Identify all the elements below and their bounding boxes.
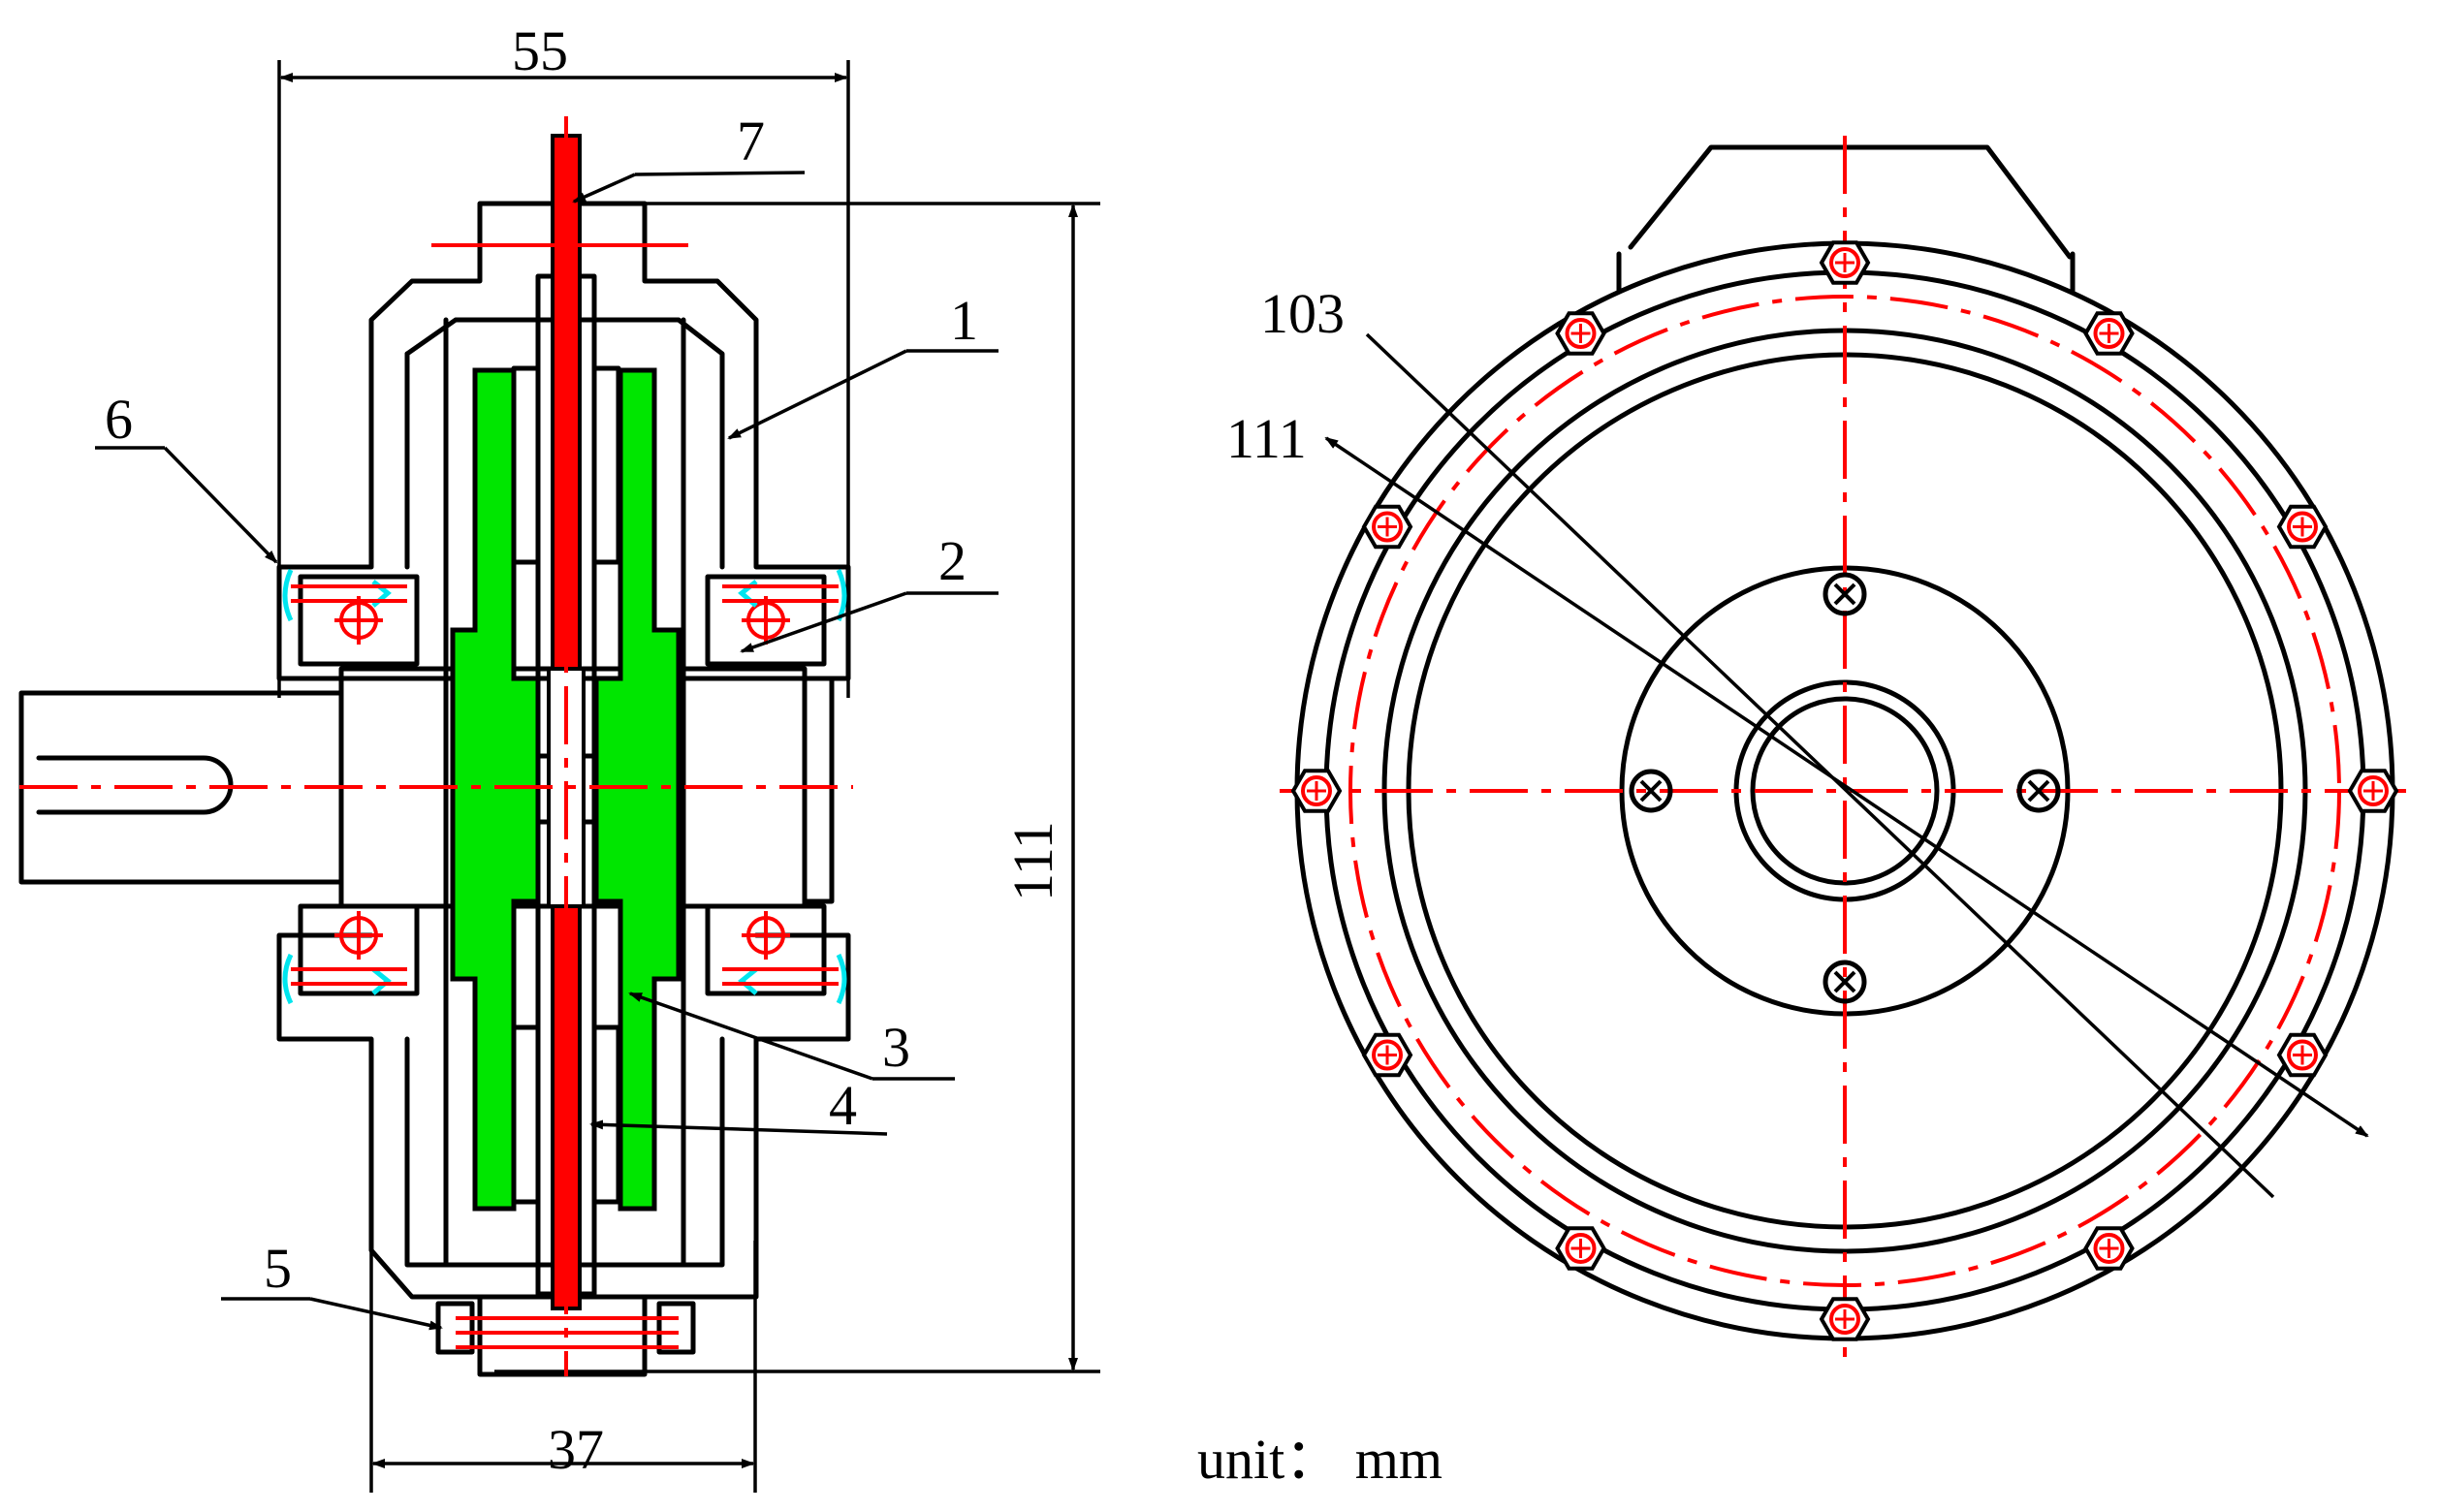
callout-111: 111 <box>1226 407 2369 1138</box>
bearing-bottom-left <box>298 903 420 996</box>
outer-bolt-cross-1 <box>1835 253 1855 272</box>
svg-text:111: 111 <box>1226 407 1307 470</box>
outer-bolt-cross-6 <box>2099 1238 2119 1258</box>
callout-2: 2 <box>740 529 999 653</box>
callout-6: 6 <box>95 388 278 564</box>
outer-bolt-cross-12 <box>1570 324 1591 344</box>
dimension-111: 111 <box>494 202 1100 1373</box>
svg-text:2: 2 <box>938 529 967 592</box>
callout-1: 1 <box>727 289 999 440</box>
callout-4: 4 <box>589 1074 888 1137</box>
outer-bolt-hole-2 <box>2093 318 2125 350</box>
top-bracket <box>1628 144 2073 260</box>
svg-text:3: 3 <box>882 1016 910 1079</box>
bolt-left <box>435 1301 475 1355</box>
svg-text:103: 103 <box>1260 282 1345 345</box>
bearing-bottom-right <box>705 903 827 996</box>
outer-bolt-cross-10 <box>1307 781 1326 801</box>
outer-bolt-hole-6 <box>2093 1232 2125 1264</box>
callout-3: 3 <box>628 992 955 1081</box>
outer-bolt-cross-2 <box>2099 324 2119 344</box>
bearing-top-right <box>705 574 827 667</box>
side-view: 55 111 37 <box>18 19 1100 1493</box>
svg-text:6: 6 <box>105 388 133 451</box>
callout-5: 5 <box>221 1237 443 1331</box>
bolt-right <box>656 1301 696 1355</box>
svg-text:4: 4 <box>829 1074 857 1137</box>
svg-text:5: 5 <box>264 1237 292 1300</box>
outer-bolt-hole-12 <box>1565 318 1597 350</box>
svg-text:1: 1 <box>950 289 978 352</box>
rotor-right <box>593 367 682 1212</box>
outer-bolt-hole-1 <box>1829 247 1860 278</box>
svg-text:7: 7 <box>737 110 765 173</box>
outer-bolt-cross-8 <box>1570 1238 1591 1258</box>
dim-37-text: 37 <box>548 1418 604 1481</box>
outer-bolt-hole-8 <box>1565 1232 1597 1264</box>
dim-111-text: 111 <box>1001 821 1064 901</box>
rotor-left <box>450 367 541 1212</box>
bearing-top-left <box>298 574 420 667</box>
outer-bolt-hole-7 <box>1829 1304 1860 1335</box>
unit-label: unit： mm <box>1197 1428 1442 1491</box>
outer-bolt-cross-7 <box>1835 1309 1855 1329</box>
front-view: 103 111 <box>1226 136 2414 1357</box>
dim-55-text: 55 <box>512 19 568 82</box>
callout-7: 7 <box>572 110 806 204</box>
